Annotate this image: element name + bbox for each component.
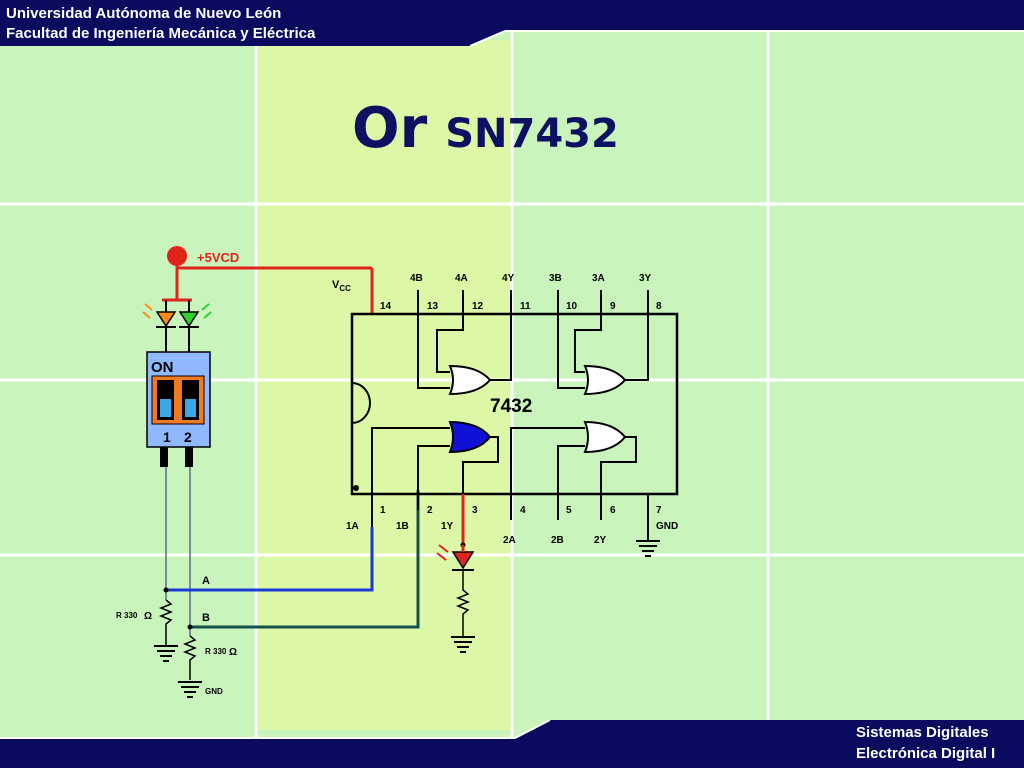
pin-num-10: 10 xyxy=(566,301,578,312)
or-gate-1-active xyxy=(448,420,492,454)
pin-name-4a: 4A xyxy=(455,273,468,284)
pin-num-5: 5 xyxy=(566,505,572,516)
pin-num-6: 6 xyxy=(610,505,616,516)
pin-name-3y: 3Y xyxy=(639,273,652,284)
dip-switch[interactable]: ON 1 2 xyxy=(146,351,211,467)
pin-name-4b: 4B xyxy=(410,273,423,284)
supply-terminal xyxy=(167,246,187,266)
resistor-b-value: R 330 xyxy=(205,647,227,656)
pin-num-8: 8 xyxy=(656,301,662,312)
pin-num-1: 1 xyxy=(380,505,386,516)
resistor-b-ohm: Ω xyxy=(229,647,237,658)
pin-name-1a: 1A xyxy=(346,521,359,532)
vcc-label: VCC xyxy=(332,279,351,293)
switch-on-label: ON xyxy=(151,359,174,376)
or-gate-4 xyxy=(448,364,492,396)
pin-name-3a: 3A xyxy=(592,273,605,284)
label-b: B xyxy=(202,612,210,624)
label-a: A xyxy=(202,575,210,587)
led-output xyxy=(436,542,475,653)
switch-pos-1: 1 xyxy=(163,429,171,445)
pin-num-9: 9 xyxy=(610,301,616,312)
title-or: Or xyxy=(352,96,428,161)
pin-num-11: 11 xyxy=(520,301,531,312)
footer-course: Sistemas Digitales xyxy=(856,724,989,741)
pin-num-14: 14 xyxy=(380,301,392,312)
pin-num-4: 4 xyxy=(520,505,526,516)
pin-num-13: 13 xyxy=(427,301,439,312)
resistor-b: R 330 Ω GND xyxy=(178,635,237,698)
pin-name-2a: 2A xyxy=(503,535,516,546)
pin-num-7: 7 xyxy=(656,505,662,516)
power-supply: +5VCD xyxy=(162,246,374,314)
pin-name-2y: 2Y xyxy=(594,535,607,546)
pin-name-1b: 1B xyxy=(396,521,409,532)
pin-name-4y: 4Y xyxy=(502,273,515,284)
resistor-a-value: R 330 xyxy=(116,611,138,620)
or-gate-3 xyxy=(583,364,627,396)
led-green xyxy=(178,300,212,330)
pin-name-gnd: GND xyxy=(656,521,678,532)
bottom-pins: 1 2 3 4 5 6 7 1A 1B 1Y 2A 2B 2Y GND xyxy=(346,494,678,557)
switch-lever-1[interactable] xyxy=(160,399,171,417)
pin-name-1y: 1Y xyxy=(441,521,454,532)
supply-label: +5VCD xyxy=(197,250,239,265)
pin-num-2: 2 xyxy=(427,505,433,516)
pin-num-3: 3 xyxy=(472,505,478,516)
pin-name-3b: 3B xyxy=(549,273,562,284)
chip-7432: 7432 xyxy=(350,312,679,496)
wire-input-a xyxy=(166,527,374,592)
title-part-number: SN7432 xyxy=(445,111,619,157)
resistor-a: R 330 Ω xyxy=(116,599,178,662)
header-university: Universidad Autónoma de Nuevo León xyxy=(6,5,282,22)
chip-label: 7432 xyxy=(490,396,532,417)
top-pins: 14 13 12 11 10 9 8 4B 4A 4Y 3B 3A 3Y xyxy=(380,273,662,314)
internal-wiring xyxy=(371,314,649,494)
wire-input-b xyxy=(190,490,420,629)
header-faculty: Facultad de Ingeniería Mecánica y Eléctr… xyxy=(6,25,316,42)
or-gate-2 xyxy=(583,420,627,454)
resistor-gnd-label: GND xyxy=(205,687,223,696)
page-title: Or SN7432 xyxy=(352,96,619,161)
resistor-a-ohm: Ω xyxy=(144,611,152,622)
switch-pos-2: 2 xyxy=(184,429,192,445)
pin-num-12: 12 xyxy=(472,301,484,312)
pin-name-2b: 2B xyxy=(551,535,564,546)
switch-lever-2[interactable] xyxy=(185,399,196,417)
footer-subject: Electrónica Digital I xyxy=(856,745,996,762)
led-orange xyxy=(142,300,177,330)
